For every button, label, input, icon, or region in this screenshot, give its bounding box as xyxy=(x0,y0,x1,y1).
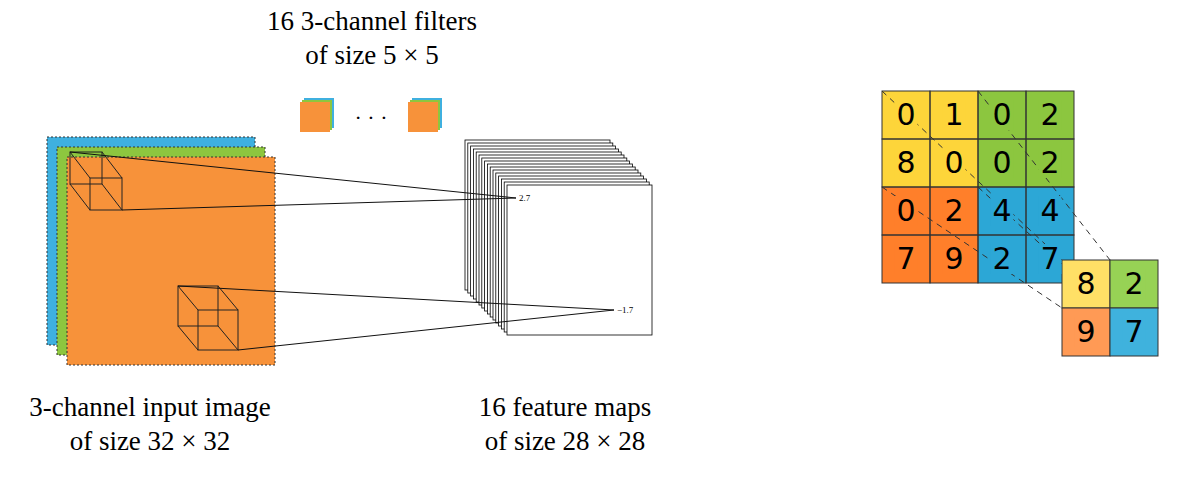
quadrant-blue xyxy=(978,187,1074,283)
matrix-cell: 2 xyxy=(942,196,965,226)
output-grid xyxy=(1062,260,1158,356)
figure-caption: 16 feature maps of size 28 × 28 xyxy=(467,390,663,458)
cube-edges xyxy=(178,286,238,350)
figure-caption: 16 3-channel filters of size 5 × 5 xyxy=(258,4,486,72)
pooled-cell: 2 xyxy=(1122,269,1145,299)
matrix-cell: 2 xyxy=(1038,100,1061,130)
pooled-cell: 7 xyxy=(1122,317,1145,347)
grid-cell xyxy=(1026,91,1074,139)
grid-cell xyxy=(930,139,978,187)
matrix-cell: 0 xyxy=(894,196,917,226)
projection-line xyxy=(70,152,516,198)
grid-cell xyxy=(882,139,930,187)
matrix-cell: 0 xyxy=(990,100,1013,130)
activation-value: −1.7 xyxy=(617,306,633,315)
output-blue xyxy=(1110,308,1158,356)
pooling-guide xyxy=(978,187,1110,308)
matrix-cell: 7 xyxy=(894,244,917,274)
pooled-cell: 9 xyxy=(1074,317,1097,347)
projection-line xyxy=(178,286,614,310)
quadrant-yellow xyxy=(882,91,978,187)
grid-cell xyxy=(930,187,978,235)
figure-caption: 3-channel input image of size 32 × 32 xyxy=(19,390,281,458)
grid-cell xyxy=(882,91,930,139)
feature-map xyxy=(507,185,652,335)
matrix-cell: 4 xyxy=(990,196,1013,226)
activation-value: 2.7 xyxy=(519,194,530,203)
grid-cell xyxy=(978,187,1026,235)
matrix-cell: 0 xyxy=(942,148,965,178)
output-orange xyxy=(1062,308,1110,356)
projection-line xyxy=(122,198,516,210)
matrix-cell: 2 xyxy=(1038,148,1061,178)
grid-cell xyxy=(930,235,978,283)
cube-back xyxy=(70,152,102,184)
pooling-guide xyxy=(882,91,1062,260)
receptive-field xyxy=(70,152,238,350)
matrix-cell: 0 xyxy=(990,148,1013,178)
pooling-guides xyxy=(882,91,1110,308)
quadrant-green xyxy=(978,91,1074,187)
cube-front xyxy=(198,310,238,350)
pooling-guide xyxy=(882,187,1062,308)
grid-cell xyxy=(978,139,1026,187)
filter-orange xyxy=(408,102,438,132)
matrix-cell: 4 xyxy=(1038,196,1061,226)
filter xyxy=(300,98,442,132)
cube-front xyxy=(90,178,122,210)
input-image xyxy=(47,137,275,365)
filter-orange xyxy=(300,102,330,132)
grid-cell xyxy=(882,235,930,283)
matrix-cell: 7 xyxy=(1038,244,1061,274)
matrix-cell: 0 xyxy=(894,100,917,130)
matrix-cell: 1 xyxy=(942,100,965,130)
cube-edges xyxy=(70,152,122,210)
pooled-cell: 8 xyxy=(1074,269,1097,299)
quadrant-orange xyxy=(882,187,978,283)
matrix-cell: 9 xyxy=(942,244,965,274)
grid-cell xyxy=(978,235,1026,283)
matrix-cell: 8 xyxy=(894,148,917,178)
grid-cell xyxy=(1026,139,1074,187)
pooling-guide xyxy=(978,91,1110,260)
grid-cell xyxy=(930,91,978,139)
output-yellow xyxy=(1062,260,1110,308)
grid-cell xyxy=(978,91,1026,139)
orange-channel xyxy=(67,157,275,365)
projection-line xyxy=(238,310,614,350)
feature-map-stack xyxy=(465,140,652,335)
matrix-cell: 2 xyxy=(990,244,1013,274)
ellipsis: · · · xyxy=(355,107,388,129)
grid-cell xyxy=(1026,187,1074,235)
grid-cell xyxy=(882,187,930,235)
projection-lines xyxy=(70,152,614,350)
output-green xyxy=(1110,260,1158,308)
